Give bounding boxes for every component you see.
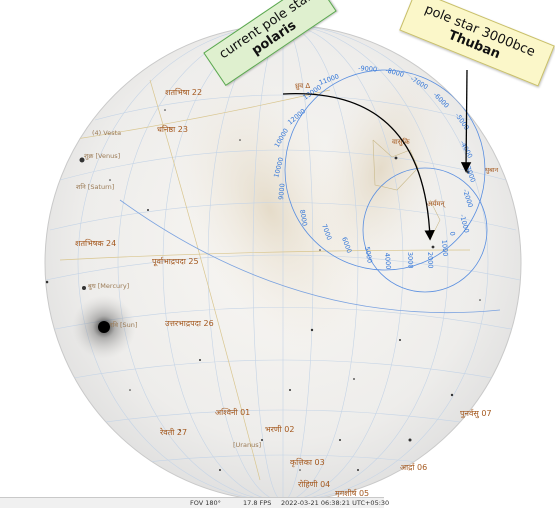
nakshatra-label: पूर्वाभाद्रपदा 25 xyxy=(152,256,199,267)
polaris-arrow xyxy=(282,93,435,241)
thuban-arrow xyxy=(460,69,472,173)
nakshatra-label: शतभिषा 22 xyxy=(165,87,202,97)
epoch-label: 5000 xyxy=(363,246,374,264)
star-label: वासुकि xyxy=(392,137,410,146)
nakshatra-label: उत्तरभाद्रपदा 26 xyxy=(165,319,214,328)
nakshatra-labels: शतभिषा 22 धनिष्ठा 23 शतभिषक 24 पूर्वाभाद… xyxy=(75,87,492,499)
planet-labels: (4) Vesta शुक्र [Venus] शनि [Saturn] बुध… xyxy=(76,129,261,449)
milky-way-band xyxy=(173,69,367,351)
star-labels: ध्रुव Δ वासुकि अर्यमन् थुबान xyxy=(295,82,499,208)
ecliptic-lines xyxy=(59,79,471,481)
epoch-label: 4000 xyxy=(383,252,392,269)
nakshatra-label: पुनर्वसु 07 xyxy=(460,408,492,419)
planet-label: बुध [Mercury] xyxy=(88,282,129,290)
epoch-label: 1000 xyxy=(440,239,449,256)
milky-way-band-2 xyxy=(310,55,450,285)
nakshatra-label: शतभिषक 24 xyxy=(75,238,116,248)
planet-label: (4) Vesta xyxy=(92,129,121,137)
star-label-polaris: ध्रुव Δ xyxy=(295,82,310,90)
precession-circles xyxy=(119,69,501,314)
planet-label: [Uranus] xyxy=(233,441,261,449)
epoch-label: 3000 xyxy=(406,252,415,269)
star-field xyxy=(45,109,481,471)
star-label-thuban: थुबान xyxy=(485,166,499,174)
planet-label: रवि [Sun] xyxy=(110,321,137,329)
nakshatra-label: मृगशीर्ष 05 xyxy=(335,488,369,499)
nakshatra-label: अश्विनी 01 xyxy=(215,407,250,417)
planet-label: शुक्र [Venus] xyxy=(84,152,120,160)
planet-label: शनि [Saturn] xyxy=(76,183,114,191)
nakshatra-label: कृत्तिका 03 xyxy=(290,457,325,468)
nakshatra-label: धनिष्ठा 23 xyxy=(157,124,188,134)
sun-body[interactable] xyxy=(98,321,110,333)
epoch-label: 8000 xyxy=(298,209,309,227)
nakshatra-label: आर्द्रा 06 xyxy=(400,462,427,472)
epoch-label: -9000 xyxy=(358,64,378,74)
nakshatra-label: रेवती 27 xyxy=(159,427,187,437)
nakshatra-label: भरणी 02 xyxy=(265,424,294,434)
datetime-readout: 2022-03-21 06:38:21 UTC+05:30 xyxy=(281,499,390,507)
nakshatra-label: रोहिणी 04 xyxy=(298,479,330,489)
status-bar: FOV 180° 17.8 FPS 2022-03-21 06:38:21 UT… xyxy=(0,497,389,508)
fps-readout: 17.8 FPS xyxy=(243,499,272,507)
epoch-label: 0 xyxy=(448,231,457,236)
epoch-label: 9000 xyxy=(277,183,286,200)
fov-readout: FOV 180° xyxy=(190,499,221,507)
epoch-label: 2000 xyxy=(426,252,435,269)
star-label: अर्यमन् xyxy=(427,199,445,208)
